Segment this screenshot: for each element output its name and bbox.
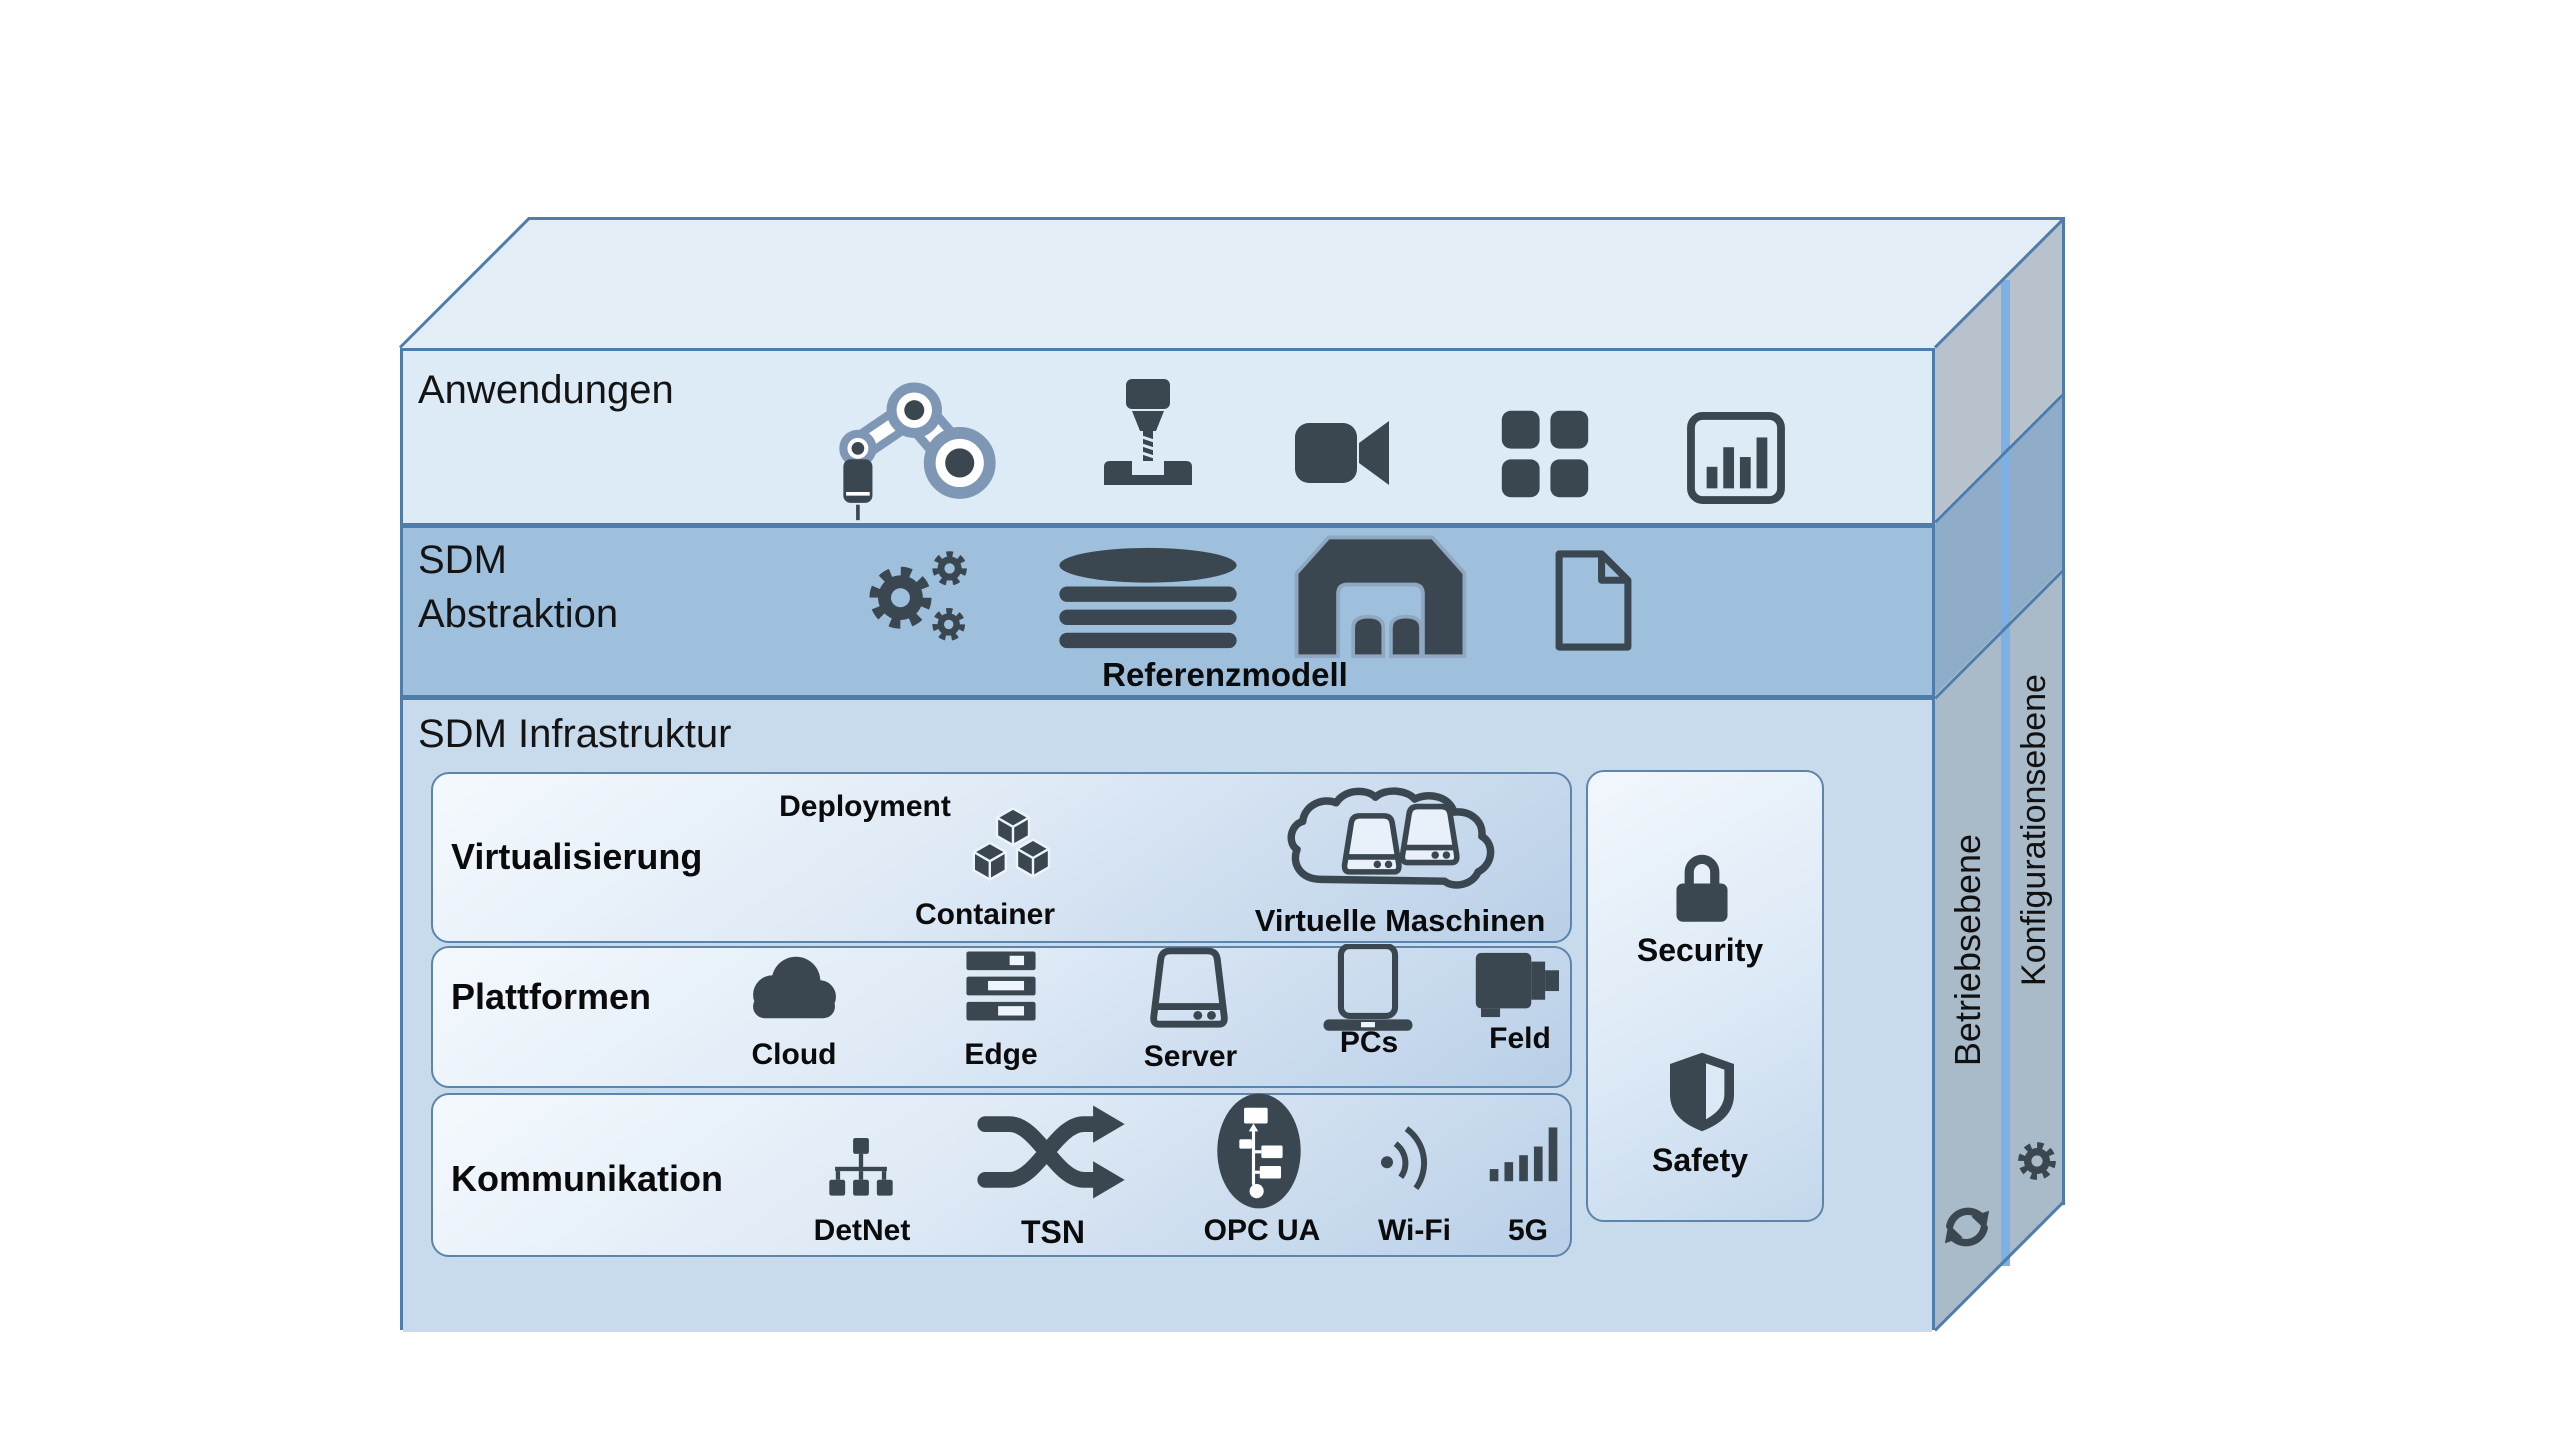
infrastruktur-title: SDM Infrastruktur [418, 712, 732, 756]
box-top-face [400, 217, 2063, 348]
lock-icon [1662, 848, 1742, 926]
database-icon [1053, 546, 1243, 652]
tsn-shuffle-icon [976, 1096, 1134, 1208]
pcs-icon [1320, 944, 1416, 1032]
bar-chart-icon [1686, 412, 1786, 504]
top-back-edge [528, 217, 2065, 220]
5g-icon [1488, 1114, 1566, 1186]
plattformen-label: Plattformen [451, 976, 652, 1017]
sync-icon [1928, 1188, 2006, 1266]
infrastruktur-side-face [1935, 572, 2063, 1331]
container-caption: Container [914, 898, 1055, 931]
side-bar-betriebsebene: Betriebsebene [1947, 833, 1988, 1067]
virtuelle-maschinen-caption: Virtuelle Maschinen [1254, 903, 1546, 938]
feld-caption: Feld [1489, 1022, 1551, 1055]
robot-arm-icon [812, 372, 1002, 522]
gears-icon [866, 542, 978, 650]
deployment-caption: Deployment [779, 790, 951, 823]
kommunikation-label: Kommunikation [451, 1158, 724, 1199]
wifi-caption: Wi-Fi [1377, 1214, 1452, 1247]
referenzmodell-caption: Referenzmodell [1102, 656, 1348, 693]
document-icon [1551, 542, 1637, 660]
right-edge [2062, 219, 2065, 1205]
abstraktion-title-line1: SDM [418, 538, 507, 582]
server-caption: Server [1143, 1040, 1238, 1073]
opc-ua-icon [1200, 1092, 1318, 1210]
anwendungen-title: Anwendungen [418, 368, 674, 412]
cnc-mill-icon [1098, 378, 1198, 492]
edge-rack-icon [950, 950, 1052, 1022]
shield-icon [1666, 1050, 1738, 1134]
machine-portal-icon [1288, 528, 1473, 660]
abstraktion-title-line2: Abstraktion [418, 592, 619, 636]
side-divider-stripe [2001, 280, 2010, 1266]
feld-device-icon [1472, 946, 1568, 1024]
virtualisierung-label: Virtualisierung [451, 836, 703, 877]
cloud-icon [740, 948, 850, 1026]
containers-cubes-icon [963, 806, 1055, 894]
side-bar-konfigurationsebene: Konfigurationsebene [2015, 674, 2053, 986]
security-caption: Security [1636, 932, 1764, 968]
pcs-caption: PCs [1339, 1026, 1399, 1059]
detnet-icon [822, 1138, 900, 1210]
cloud-caption: Cloud [751, 1038, 837, 1071]
gear-icon [2006, 1130, 2068, 1192]
5g-caption: 5G [1507, 1214, 1549, 1247]
video-camera-icon [1293, 413, 1393, 493]
wifi-icon [1372, 1116, 1456, 1200]
security-safety-panel [1586, 770, 1824, 1222]
edge-caption: Edge [964, 1038, 1038, 1071]
server-icon [1150, 946, 1228, 1032]
safety-caption: Safety [1651, 1142, 1749, 1178]
tsn-caption: TSN [1021, 1214, 1085, 1250]
detnet-caption: DetNet [813, 1214, 911, 1247]
cloud-vm-icon [1272, 786, 1520, 898]
opc-ua-caption: OPC UA [1203, 1214, 1321, 1247]
apps-grid-icon [1499, 409, 1591, 499]
